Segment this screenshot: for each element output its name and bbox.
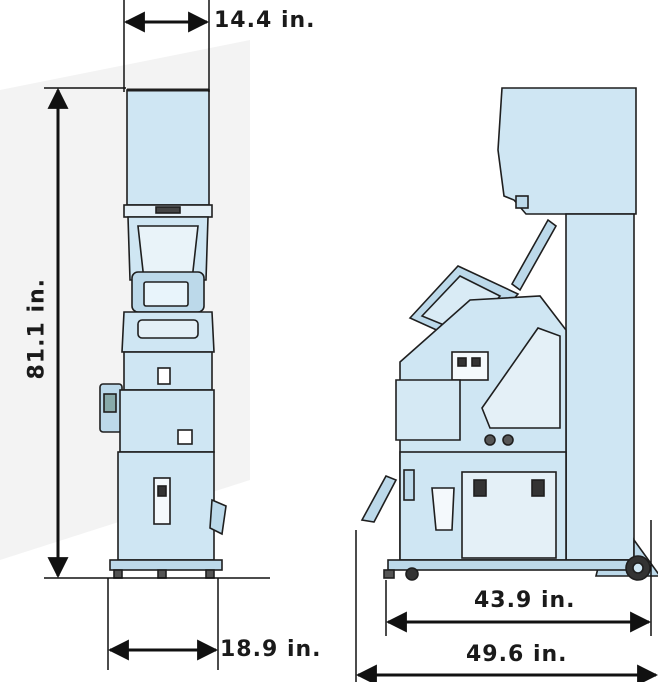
side-console-panel [481, 327, 561, 429]
front-marquee [126, 89, 210, 206]
front-view-cabinet [99, 88, 227, 579]
height-dimension [44, 87, 270, 579]
bottom-width-label: 18.9 in. [220, 637, 322, 662]
side-support-arm [510, 218, 558, 292]
front-bottom-width-dimension [107, 578, 219, 670]
side-cup-holder [431, 487, 455, 531]
front-top-width-dimension [123, 0, 210, 92]
front-base [109, 559, 223, 571]
front-lower-body [119, 389, 215, 453]
front-screen [143, 281, 189, 307]
side-rear-column [565, 213, 635, 561]
side-front-step [360, 474, 398, 523]
side-depth-dimensions [355, 520, 658, 682]
front-coin-door [153, 477, 171, 525]
front-side-chute [209, 498, 227, 536]
top-width-label: 14.4 in. [214, 8, 316, 33]
depth-inner-label: 43.9 in. [474, 588, 576, 613]
depth-outer-label: 49.6 in. [466, 642, 568, 667]
side-wheel-front [405, 567, 419, 581]
side-view-cabinet [360, 87, 658, 581]
side-front-fascia [395, 379, 461, 441]
height-label: 81.1 in. [24, 278, 50, 380]
side-base [387, 559, 639, 571]
side-marquee [497, 87, 637, 215]
